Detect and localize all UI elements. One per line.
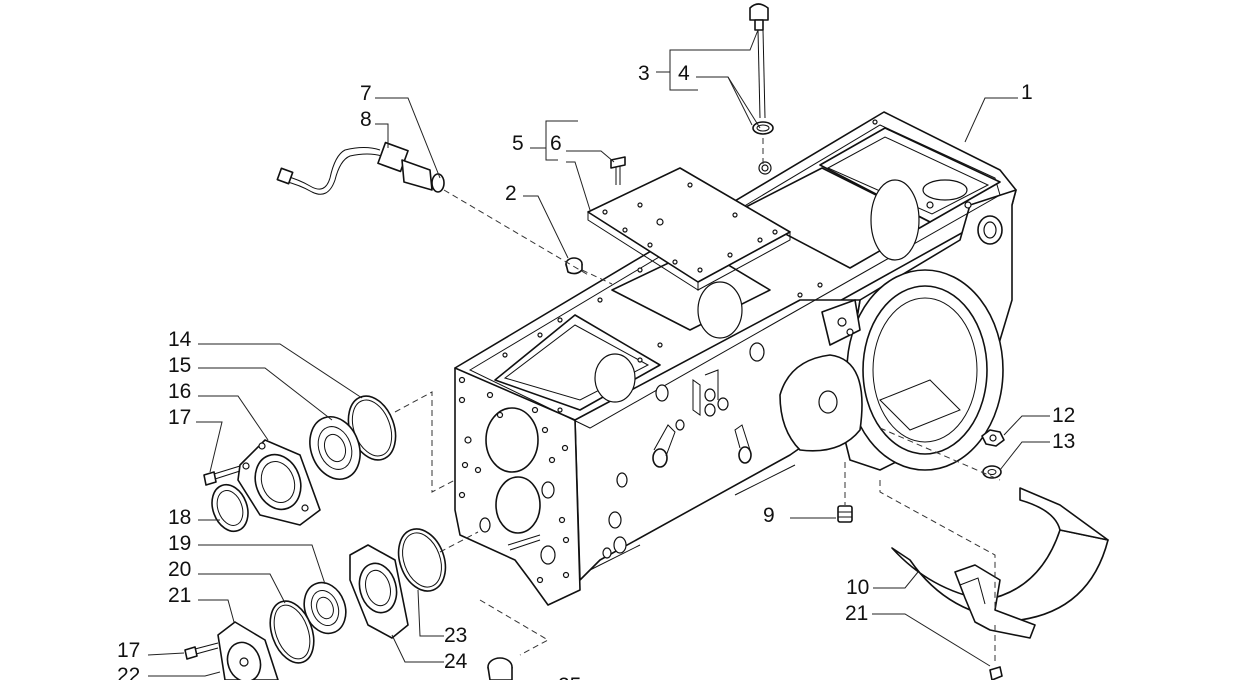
callout-23: 23 — [444, 624, 467, 647]
callout-25: 25 — [558, 674, 581, 680]
callout-4: 4 — [678, 62, 690, 85]
callout-labels: 1 2 3 4 5 6 7 8 9 10 12 13 14 15 16 17 1… — [117, 62, 1075, 685]
leader-lines — [147, 29, 1050, 677]
callout-3: 3 — [638, 62, 650, 85]
callout-24: 24 — [444, 650, 468, 673]
callout-14: 14 — [168, 328, 192, 351]
callout-7: 7 — [360, 82, 372, 105]
callout-16: 16 — [168, 380, 191, 403]
callout-19: 19 — [168, 532, 191, 555]
callout-9: 9 — [763, 504, 775, 527]
callout-12: 12 — [1052, 404, 1075, 427]
dipstick-assembly — [749, 3, 774, 165]
callout-2: 2 — [505, 182, 517, 205]
callout-21-left: 21 — [168, 584, 191, 607]
callout-17-lower: 17 — [117, 639, 140, 662]
bolt-6 — [610, 156, 626, 185]
callout-15: 15 — [168, 354, 191, 377]
callout-5: 5 — [512, 132, 524, 155]
right-parts — [837, 427, 1109, 681]
callout-21-right: 21 — [845, 602, 868, 625]
callout-6: 6 — [550, 132, 562, 155]
callout-8: 8 — [360, 108, 372, 131]
bush-2 — [565, 257, 613, 285]
callout-22: 22 — [117, 664, 140, 680]
callout-13: 13 — [1052, 430, 1075, 453]
callout-10: 10 — [846, 576, 869, 599]
callout-20: 20 — [168, 558, 191, 581]
top-cover-plate — [587, 167, 791, 291]
transmission-housing — [454, 111, 1017, 606]
callout-17-upper: 17 — [168, 406, 191, 429]
callout-1: 1 — [1021, 81, 1033, 104]
callout-18: 18 — [168, 506, 191, 529]
left-parts — [184, 391, 550, 683]
speed-sensor-cable — [276, 141, 591, 277]
